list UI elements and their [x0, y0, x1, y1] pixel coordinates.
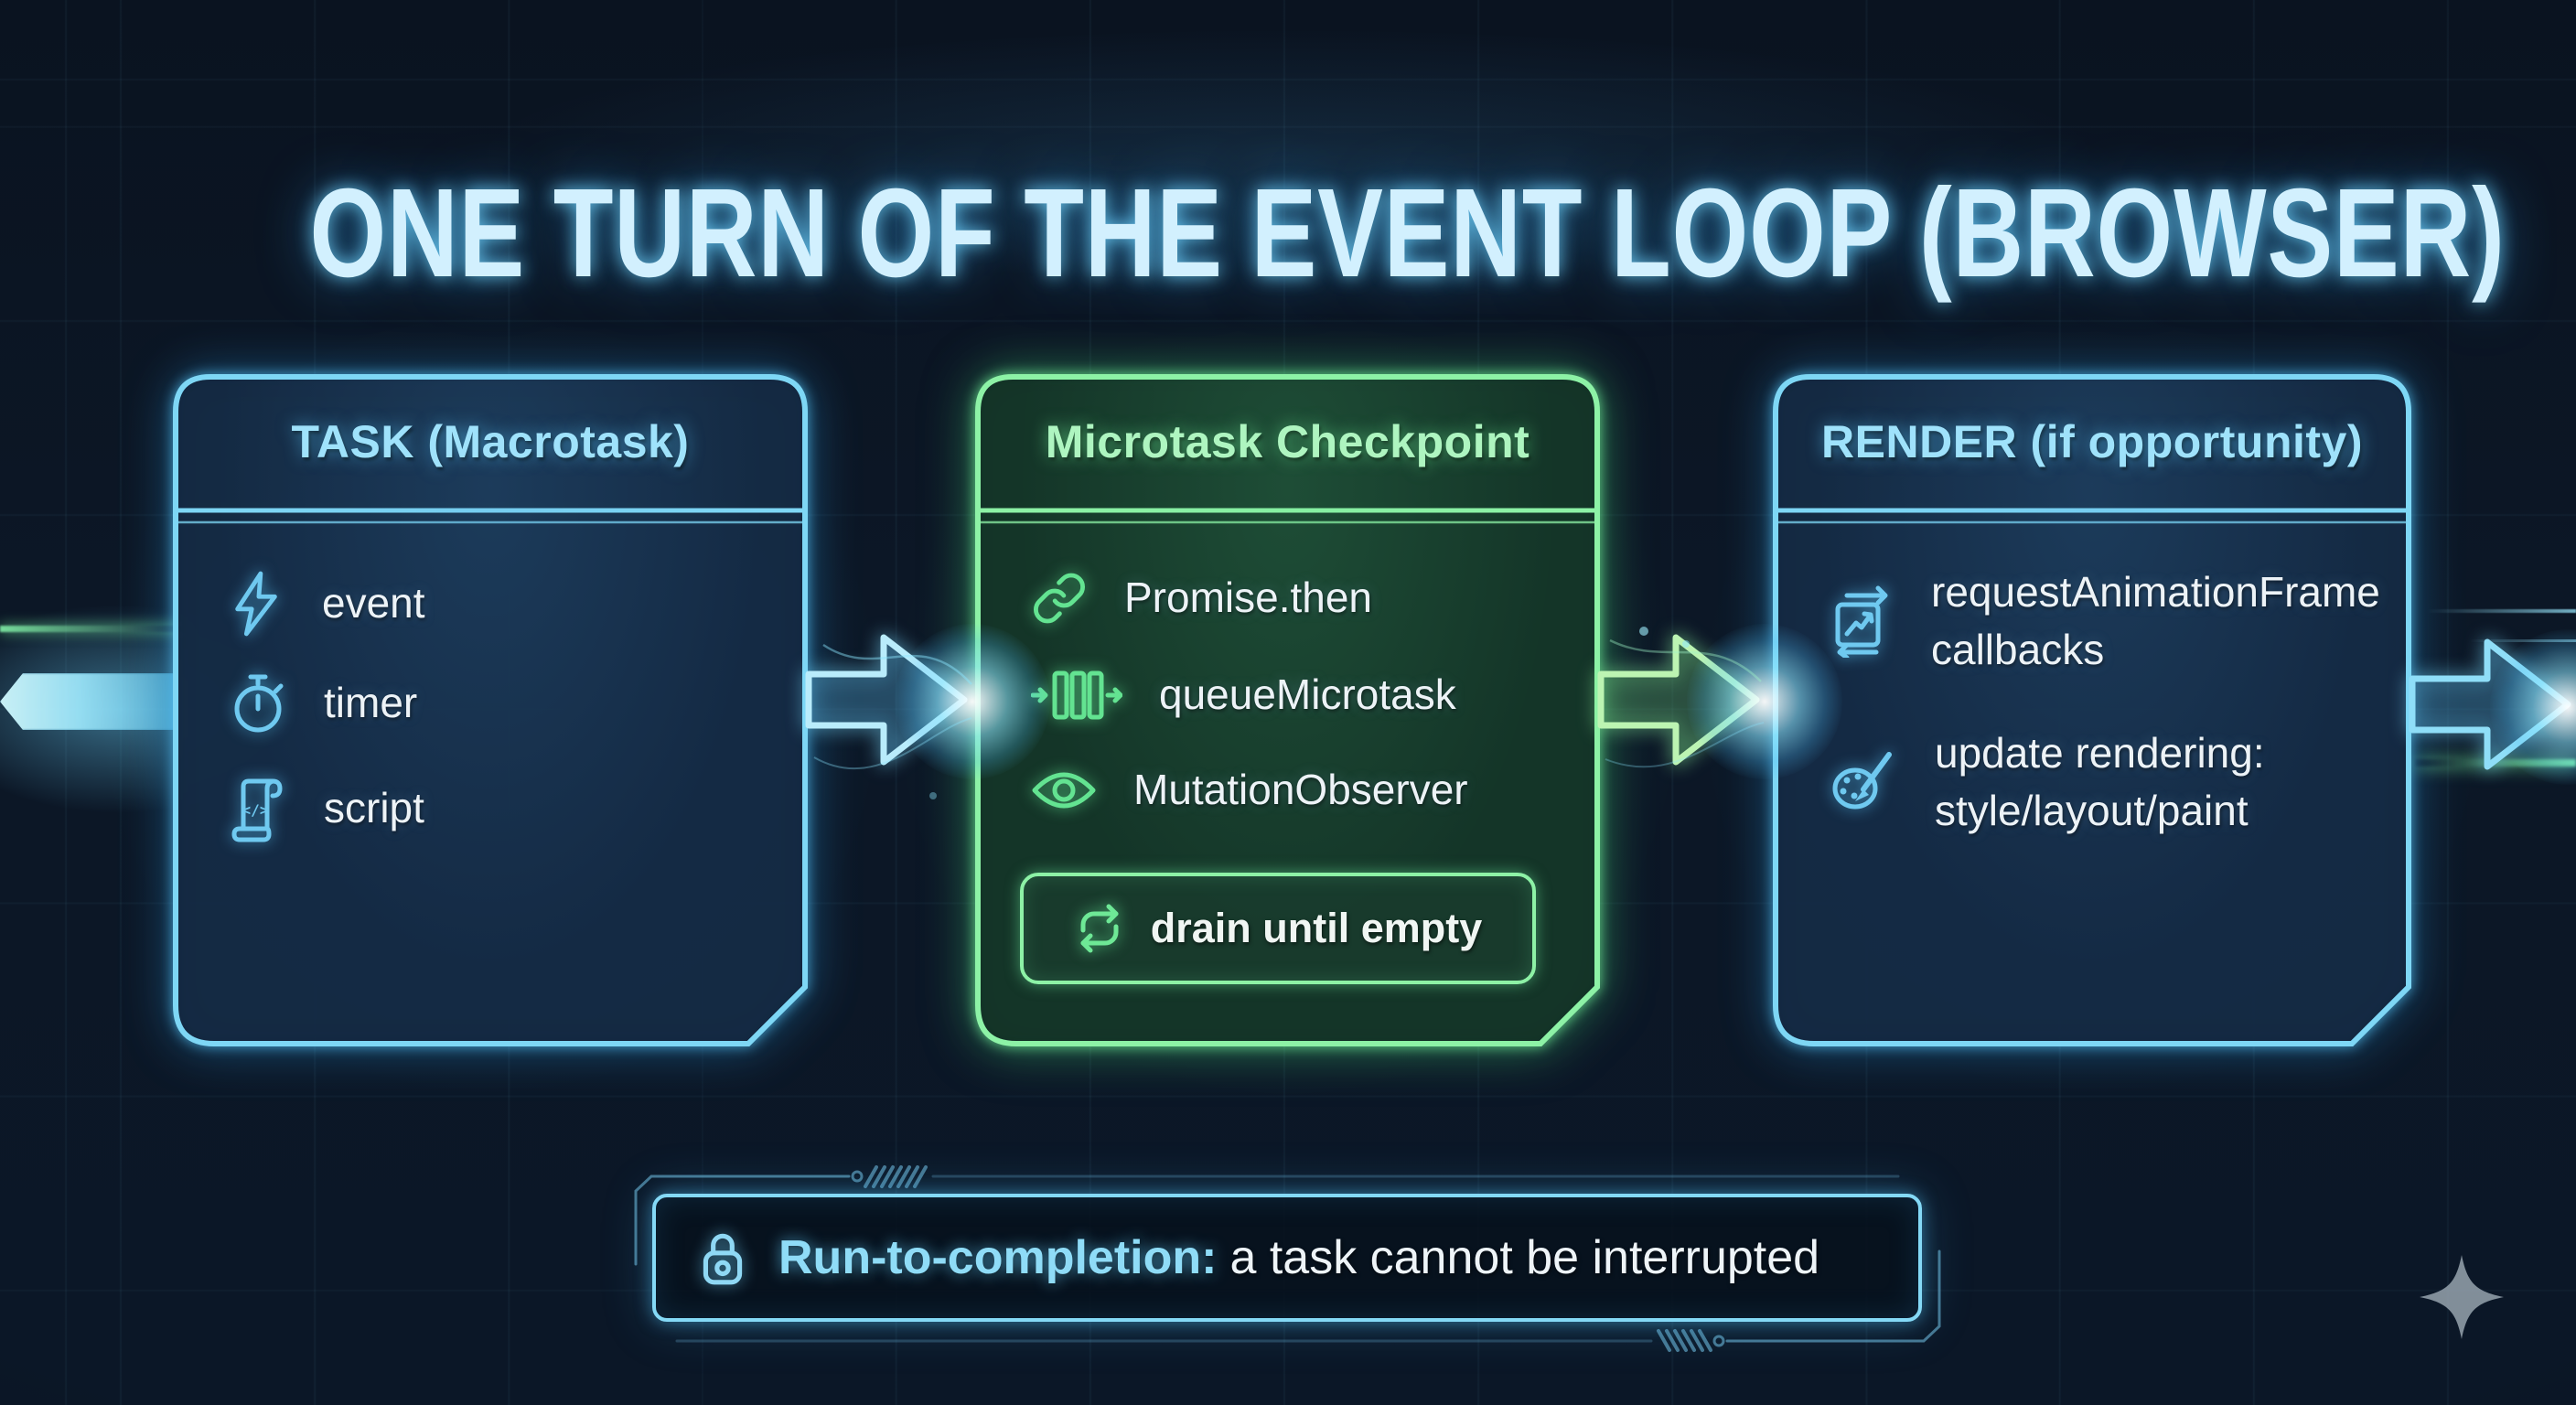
task-item-label: event	[322, 579, 425, 627]
page-title: ONE TURN OF THE EVENT LOOP (BROWSER)	[309, 163, 2506, 305]
task-item-timer: timer	[229, 670, 781, 736]
microtask-item-label: queueMicrotask	[1159, 670, 1456, 719]
palette-icon	[1829, 747, 1898, 817]
right-cyan-streak	[2426, 609, 2576, 613]
badge-label: drain until empty	[1150, 905, 1483, 951]
link-icon	[1031, 570, 1088, 627]
stopwatch-icon	[229, 670, 287, 736]
queue-icon	[1031, 666, 1122, 724]
task-panel-title: TASK (Macrotask)	[291, 416, 690, 467]
frame-chart-icon	[1829, 585, 1894, 659]
eye-icon	[1031, 767, 1097, 813]
microtask-panel: Microtask Checkpoint Promise.then	[974, 373, 1601, 1047]
run-to-completion-note: Run-to-completion:a task cannot be inter…	[652, 1194, 1922, 1322]
task-item-event: event	[229, 567, 781, 640]
refresh-icon	[1074, 903, 1125, 954]
render-panel: RENDER (if opportunity) requestAnimation…	[1772, 373, 2412, 1047]
script-icon: </>	[229, 774, 287, 843]
task-item-label: timer	[324, 679, 418, 727]
microtask-item-promise: Promise.then	[1031, 569, 1573, 627]
arrow-microtask-to-render	[1597, 634, 1760, 766]
microtask-item-label: MutationObserver	[1133, 766, 1468, 813]
render-item-update: update rendering:style/layout/paint	[1829, 724, 2385, 841]
render-panel-title: RENDER (if opportunity)	[1821, 416, 2363, 467]
arrow-task-to-microtask	[805, 634, 968, 766]
task-item-label: script	[324, 784, 424, 832]
lightning-icon	[229, 567, 285, 640]
microtask-item-mutation: MutationObserver	[1031, 761, 1573, 819]
task-item-script: </> script	[229, 774, 781, 843]
sparkle-icon	[2420, 1255, 2504, 1339]
microtask-item-label: Promise.then	[1124, 574, 1373, 621]
left-green-streak	[0, 626, 188, 632]
lock-icon	[696, 1228, 749, 1288]
note-text: Run-to-completion:a task cannot be inter…	[778, 1231, 1820, 1284]
microtask-item-queue: queueMicrotask	[1031, 666, 1573, 724]
task-panel: TASK (Macrotask) event timer </>	[172, 373, 809, 1047]
drain-until-empty-badge: drain until empty	[1020, 873, 1536, 984]
arrow-render-exit	[2409, 638, 2571, 770]
left-energy-beam	[0, 673, 176, 730]
svg-text:</>: </>	[242, 801, 269, 819]
render-item-label: update rendering:style/layout/paint	[1935, 729, 2265, 835]
microtask-panel-title: Microtask Checkpoint	[1045, 416, 1530, 467]
